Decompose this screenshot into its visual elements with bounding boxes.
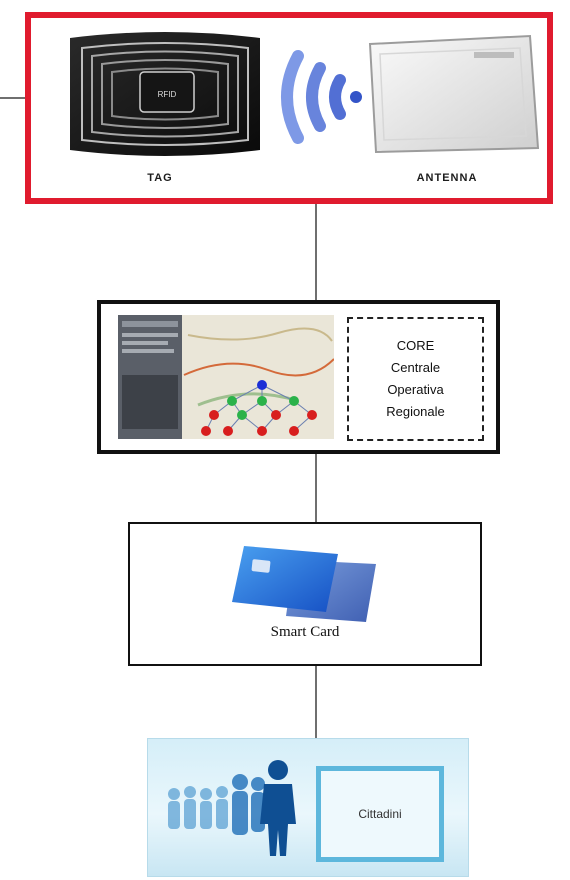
core-description-box: CORE Centrale Operativa Regionale xyxy=(347,317,484,441)
smart-card-icon xyxy=(232,546,376,622)
core-line-centrale: Centrale xyxy=(390,360,441,375)
connector-rfid-core xyxy=(315,204,317,300)
smart-card-label: Smart Card xyxy=(270,624,340,640)
antenna-reader-illustration xyxy=(368,34,540,154)
citizens-label: Cittadini xyxy=(358,807,402,821)
rfid-tag-illustration: RFID xyxy=(70,32,260,156)
tag-chip-text: RFID xyxy=(158,90,177,99)
tag-label: TAG xyxy=(147,172,173,184)
connector-left-stub xyxy=(0,97,27,99)
core-line-operativa: Operativa xyxy=(387,382,444,397)
antenna-label: ANTENNA xyxy=(416,172,478,184)
core-title: CORE xyxy=(396,338,435,353)
citizens-crowd-icon xyxy=(168,760,296,856)
citizens-label-panel: Cittadini xyxy=(316,766,444,862)
map-dashboard-thumbnail xyxy=(118,315,334,439)
core-line-regionale: Regionale xyxy=(386,404,445,419)
connector-smartcard-citizens xyxy=(315,666,317,738)
signal-waves-icon xyxy=(281,50,362,144)
connector-core-smartcard xyxy=(315,454,317,522)
